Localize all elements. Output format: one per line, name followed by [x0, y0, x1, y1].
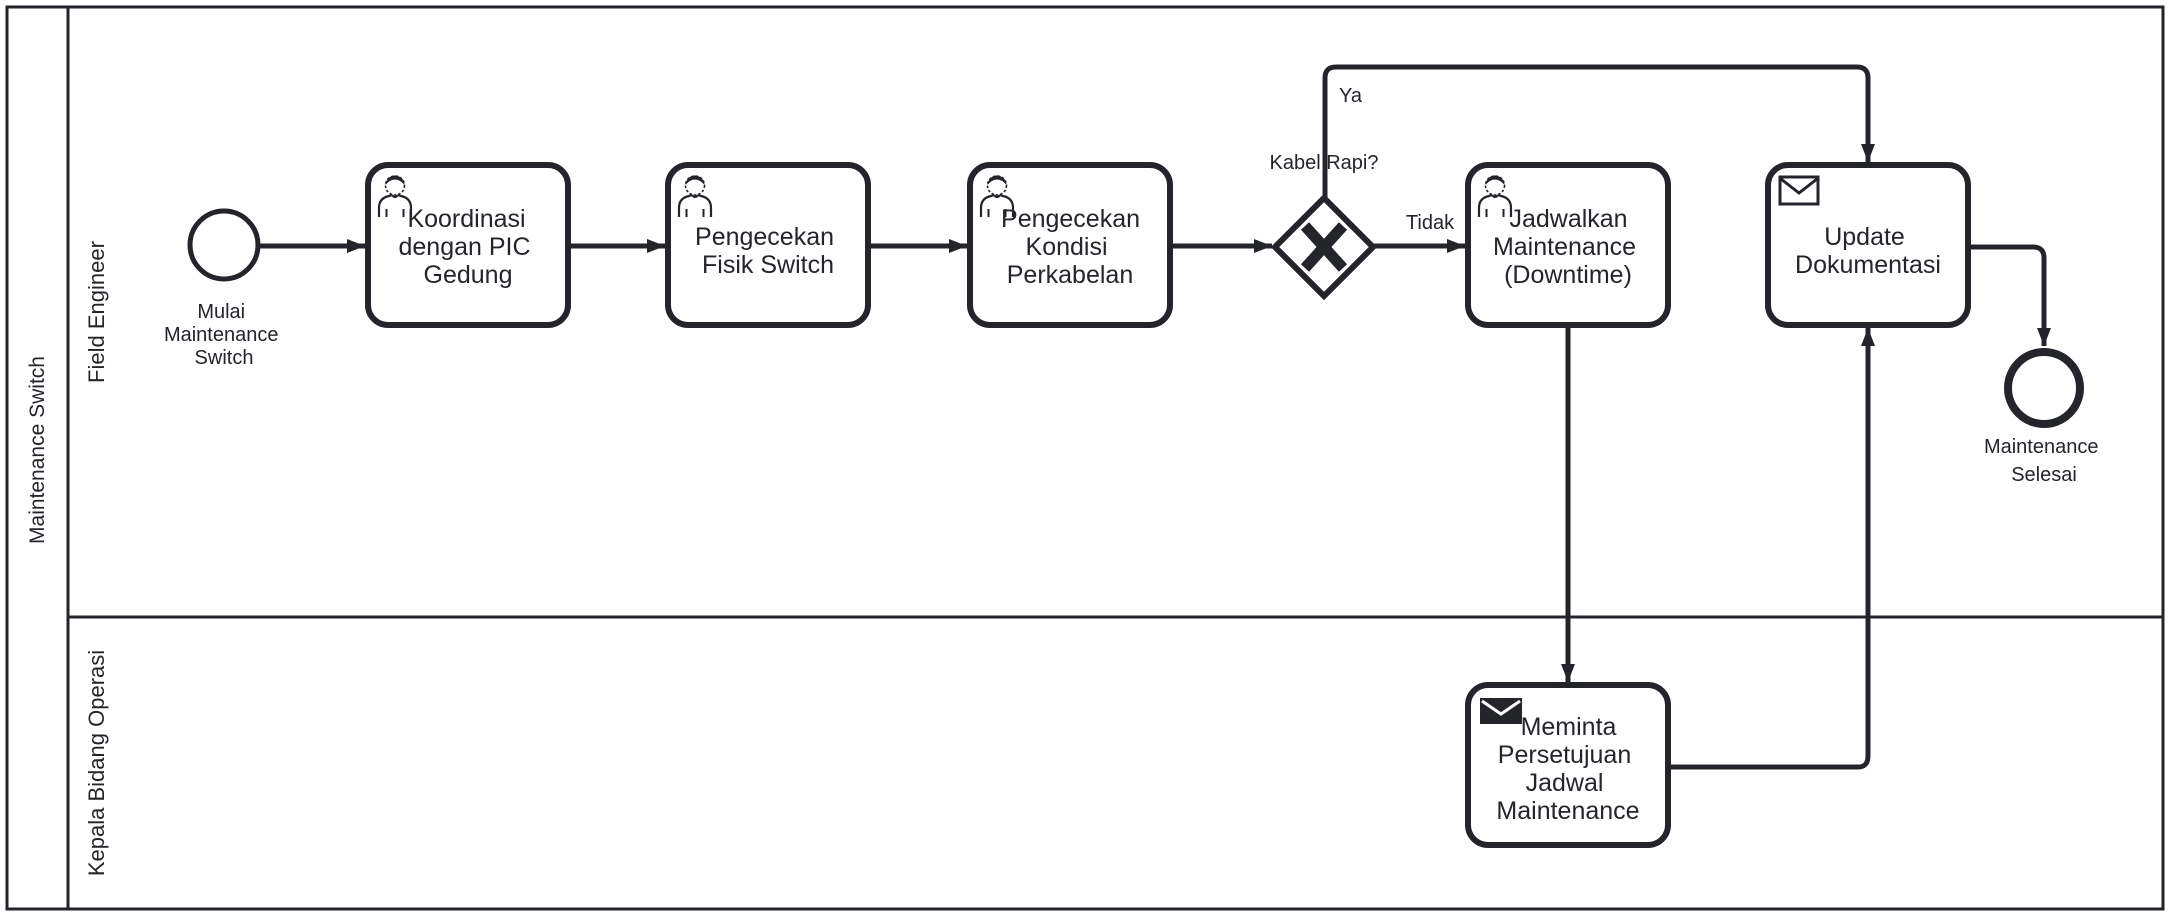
start-event-circle [187, 208, 261, 282]
task-label: Update Dokumentasi [1795, 223, 1941, 279]
gateway-tidak-label: Tidak [1406, 212, 1455, 234]
user-icon [377, 175, 413, 217]
message-filled-icon [1480, 698, 1522, 724]
lane-label-field-engineer: Field Engineer [84, 241, 109, 383]
end-event-maintenance-selesai: Maintenance Selesai [1984, 348, 2104, 486]
pool-border [5, 5, 2165, 911]
task-label: Meminta Persetujuan Jadwal Maintenance [1496, 713, 1639, 825]
gateway-ya-label: Ya [1339, 85, 1363, 107]
task-meminta-persetujuan-jadwal-maintenance: Meminta Persetujuan Jadwal Maintenance [1465, 682, 1671, 848]
start-event-mulai-maintenance-switch: Mulai Maintenance Switch [164, 208, 284, 369]
sequence-flows [260, 64, 2051, 770]
task-box [365, 162, 571, 328]
flow-update-to-end [1968, 244, 2051, 346]
xor-marker-icon [1300, 222, 1348, 272]
gateway-kabel-rapi: Kabel Rapi? Ya Tidak [1270, 85, 1455, 301]
task-jadwalkan-maintenance-downtime: Jadwalkan Maintenance (Downtime) [1465, 162, 1671, 328]
message-outline-icon [1778, 175, 1820, 206]
start-event-label: Mulai Maintenance Switch [164, 301, 284, 369]
task-pengecekan-fisik-switch: Pengecekan Fisik Switch [665, 162, 871, 328]
task-koordinasi-dengan-pic-gedung: Koordinasi dengan PIC Gedung [365, 162, 571, 328]
end-event-label: Maintenance Selesai [1984, 436, 2104, 486]
user-icon [1477, 175, 1513, 217]
task-update-dokumentasi: Update Dokumentasi [1765, 162, 1971, 328]
task-label: Jadwalkan Maintenance (Downtime) [1493, 205, 1643, 289]
end-event-circle [2004, 348, 2084, 428]
task-box [967, 162, 1173, 328]
task-box [1465, 162, 1671, 328]
flow-gateway-ya-to-update [1322, 64, 1875, 198]
task-box [1465, 682, 1671, 848]
pool-maintenance-switch: Maintenance Switch Field Engineer Kepala… [5, 5, 2165, 911]
gateway-question-label: Kabel Rapi? [1270, 152, 1379, 174]
task-label: Koordinasi dengan PIC Gedung [399, 205, 538, 289]
task-label: Pengecekan Fisik Switch [695, 223, 841, 279]
user-icon [677, 175, 713, 217]
task-label: Pengecekan Kondisi Perkabelan [1001, 205, 1147, 289]
lane-label-kepala-bidang-operasi: Kepala Bidang Operasi [84, 650, 109, 876]
task-box [665, 162, 871, 328]
task-pengecekan-kondisi-perkabelan: Pengecekan Kondisi Perkabelan [967, 162, 1173, 328]
pool-label: Maintenance Switch [26, 356, 49, 544]
flow-meminta-to-update [1667, 328, 1875, 770]
user-icon [979, 175, 1015, 217]
